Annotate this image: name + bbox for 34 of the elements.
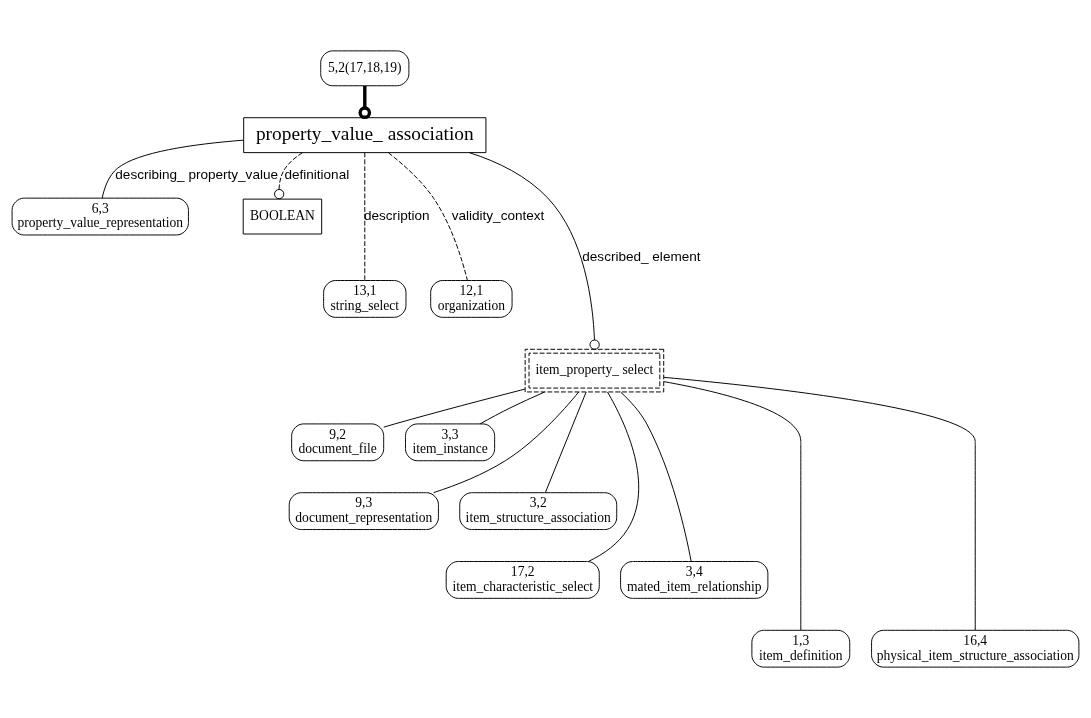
edge-label: description	[364, 208, 430, 224]
connector	[364, 152, 366, 281]
node-box: 3,4 mated_item_relationship	[620, 561, 769, 599]
node-box: 5,2(17,18,19)	[320, 50, 410, 87]
node-box: 3,3 item_instance	[405, 423, 496, 462]
connector	[663, 376, 976, 631]
connector	[358, 86, 372, 119]
node-box: 9,3 document_representation	[288, 492, 439, 530]
node-box: 13,1 string_select	[323, 280, 407, 318]
node-box: 9,2 document_file	[291, 423, 385, 462]
connector	[388, 152, 468, 281]
node-box: property_value_ association	[243, 117, 487, 154]
connector	[587, 391, 640, 562]
connector	[479, 391, 546, 425]
node-box: 3,2 item_structure_association	[459, 492, 618, 530]
connector	[663, 381, 802, 631]
node-box: 6,3 property_value_representation	[11, 197, 189, 236]
node-box: BOOLEAN	[242, 198, 323, 235]
edge-label: described_ element	[582, 249, 701, 265]
edge-label: definitional	[284, 166, 350, 182]
connector	[101, 139, 244, 199]
node-box: 17,2 item_characteristic_select	[445, 561, 600, 599]
node-box: item_property_ select	[524, 348, 665, 393]
connector	[544, 391, 587, 494]
connector	[433, 391, 580, 494]
edge-label: validity_context	[451, 208, 545, 224]
connector	[620, 391, 692, 562]
edge-label: describing_ property_value	[115, 166, 279, 182]
connector	[383, 388, 526, 428]
node-box: 1,3 item_definition	[751, 629, 851, 668]
connector	[274, 152, 303, 200]
node-box: 16,4 physical_item_structure_association	[871, 629, 1080, 668]
connector	[468, 152, 600, 350]
node-box: 12,1 organization	[430, 280, 513, 318]
